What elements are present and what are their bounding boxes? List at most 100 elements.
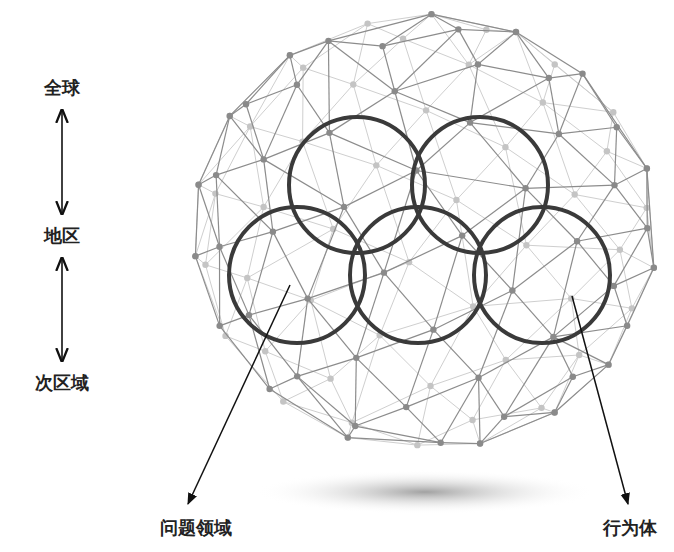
- mesh-edge: [216, 116, 230, 175]
- mesh-edge: [647, 168, 654, 267]
- mesh-edge: [265, 351, 330, 378]
- mesh-vertex: [576, 352, 582, 358]
- mesh-vertex: [216, 323, 222, 329]
- mesh-edge: [430, 386, 472, 420]
- mesh-vertex: [513, 29, 519, 35]
- mesh-vertex: [327, 375, 333, 381]
- mesh-vertex: [227, 113, 233, 119]
- mesh-edge: [302, 68, 304, 142]
- mesh-edge: [195, 247, 219, 256]
- mesh-edge: [383, 46, 395, 91]
- mesh-vertex: [574, 238, 580, 244]
- mesh-vertex: [341, 204, 347, 210]
- mesh-vertex: [611, 283, 617, 289]
- mesh-edge: [555, 377, 573, 413]
- mesh-edge: [516, 32, 549, 78]
- mesh-edge: [246, 104, 264, 159]
- mesh-edge: [216, 175, 219, 247]
- mesh-edge: [577, 228, 647, 241]
- scale-arrow: [61, 258, 63, 361]
- mesh-edge: [417, 386, 430, 445]
- mesh-edge: [441, 442, 480, 444]
- mesh-vertex: [260, 156, 266, 162]
- mesh-vertex: [604, 148, 610, 154]
- mesh-vertex: [350, 81, 356, 87]
- mesh-vertex: [570, 374, 576, 380]
- mesh-edge: [579, 355, 608, 365]
- mesh-edge: [333, 229, 409, 262]
- mesh-edge: [512, 290, 553, 336]
- scale-level: 全球: [40, 74, 84, 102]
- mesh-edge: [549, 78, 559, 134]
- mesh-edge: [303, 142, 377, 166]
- leader-line: [188, 285, 290, 504]
- mesh-vertex: [477, 440, 483, 446]
- ground-shadow: [255, 470, 595, 514]
- mesh-edge: [215, 194, 263, 207]
- mesh-vertex: [556, 131, 562, 137]
- mesh-edge: [283, 402, 352, 423]
- ring: [474, 207, 610, 343]
- mesh-vertex: [551, 409, 557, 415]
- back-mesh: [192, 11, 657, 448]
- mesh-vertex: [364, 20, 370, 26]
- mesh-edge: [516, 32, 583, 74]
- mesh-vertex: [572, 191, 578, 197]
- mesh-vertex: [644, 165, 650, 171]
- mesh-vertex: [287, 52, 293, 58]
- mesh-vertex: [644, 165, 650, 171]
- mesh-vertex: [483, 27, 489, 33]
- mesh-edge: [583, 74, 647, 169]
- mesh-edge: [199, 116, 230, 185]
- callout-label: 问题领域: [158, 516, 234, 540]
- mesh-vertex: [509, 287, 515, 293]
- mesh-edge: [199, 185, 220, 247]
- mesh-edge: [478, 64, 549, 78]
- mesh-vertex: [373, 162, 379, 168]
- mesh-vertex: [550, 334, 556, 340]
- mesh-edge: [297, 376, 348, 437]
- issue-rings: [229, 117, 610, 343]
- scale-level: 地区: [40, 222, 84, 250]
- mesh-vertex: [651, 265, 657, 271]
- mesh-vertex: [195, 182, 201, 188]
- mesh-vertex: [522, 185, 528, 191]
- callout-label: 行为体: [601, 516, 659, 540]
- mesh-edge: [526, 185, 615, 188]
- mesh-vertex: [392, 88, 398, 94]
- ring: [412, 117, 548, 253]
- mesh-edge: [297, 41, 328, 85]
- mesh-edge: [199, 116, 230, 185]
- mesh-edge: [265, 351, 283, 401]
- mesh-edge: [348, 438, 441, 443]
- mesh-edge: [647, 168, 654, 267]
- mesh-edge: [250, 127, 302, 142]
- mesh-edge: [431, 14, 468, 65]
- mesh-vertex: [513, 29, 519, 35]
- mesh-edge: [575, 195, 647, 208]
- mesh-edge: [620, 250, 654, 268]
- mesh-vertex: [467, 119, 473, 125]
- mesh-edge: [297, 376, 355, 426]
- mesh-edge: [329, 133, 416, 171]
- mesh-edge: [219, 247, 220, 326]
- mesh-edge: [195, 256, 219, 326]
- mesh-edge: [383, 14, 432, 46]
- mesh-vertex: [381, 269, 387, 275]
- mesh-vertex: [610, 109, 616, 115]
- mesh-edge: [328, 14, 431, 41]
- mesh-vertex: [579, 70, 585, 76]
- mesh-vertex: [379, 43, 385, 49]
- mesh-vertex: [430, 326, 436, 332]
- mesh-edge: [380, 262, 409, 335]
- mesh-edge: [383, 29, 459, 46]
- mesh-vertex: [244, 275, 250, 281]
- mesh-vertex: [195, 182, 201, 188]
- mesh-edge: [553, 241, 577, 337]
- mesh-edge: [431, 14, 516, 32]
- mesh-vertex: [614, 124, 620, 130]
- mesh-edge: [226, 336, 266, 351]
- mesh-edge: [555, 365, 609, 413]
